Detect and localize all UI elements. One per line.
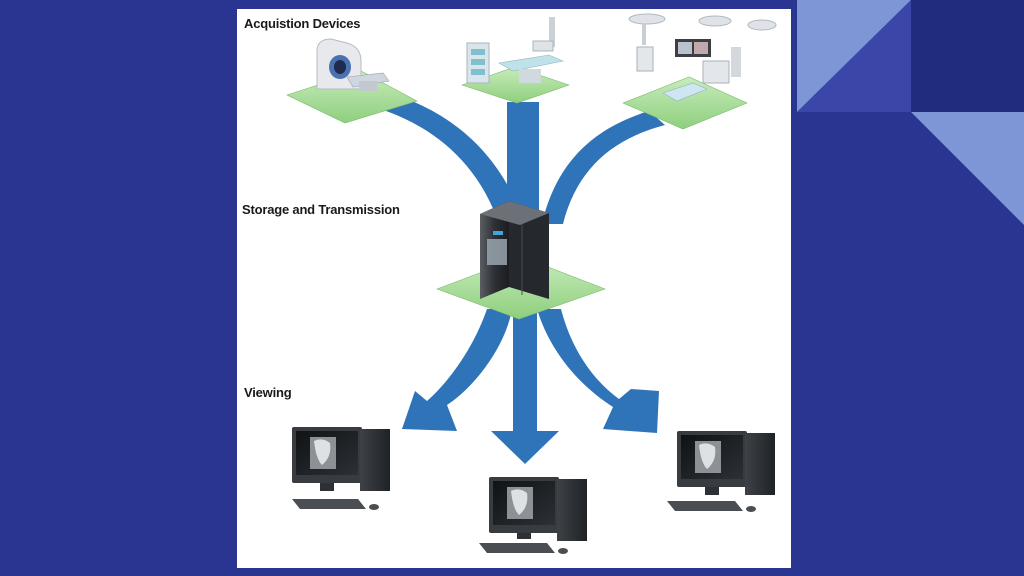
arrow-storage-to-center-workstation — [491, 309, 559, 464]
arrows-storage-to-viewing — [402, 309, 659, 464]
decor-triangle-lower — [911, 112, 1024, 225]
pacs-server-icon — [436, 201, 606, 320]
acquisition-devices-group — [286, 13, 777, 130]
workstation-icon-left — [292, 427, 390, 510]
angiography-suite-icon — [622, 13, 777, 130]
decor-square-dark — [911, 0, 1024, 112]
arrow-storage-to-left-workstation — [402, 309, 512, 431]
workstation-icon-right — [667, 431, 775, 512]
pacs-diagram — [286, 13, 777, 554]
viewing-label: Viewing — [244, 385, 292, 400]
arrow-ct-to-storage — [367, 91, 525, 224]
pacs-diagram-figure: Acquistion Devices Storage and Transmiss… — [237, 9, 791, 568]
arrow-angio-to-storage — [542, 111, 665, 224]
x-ray-table-icon — [461, 17, 570, 104]
decor-triangle-mid — [797, 0, 911, 112]
arrow-xray-to-storage — [507, 102, 539, 224]
storage-transmission-label: Storage and Transmission — [242, 202, 400, 217]
arrow-storage-to-right-workstation — [537, 309, 659, 433]
ct-scanner-icon — [286, 38, 418, 124]
viewing-workstations-group — [292, 427, 775, 554]
workstation-icon-center — [479, 477, 587, 554]
arrows-acquisition-to-storage — [367, 91, 665, 224]
acquisition-devices-label: Acquistion Devices — [244, 16, 361, 31]
